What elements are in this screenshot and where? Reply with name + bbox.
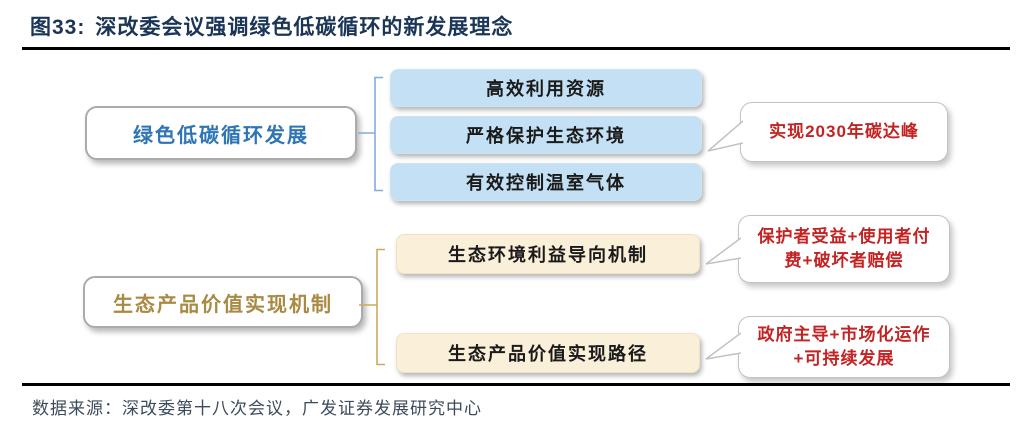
callout-carbon-peak: 实现2030年碳达峰 (707, 102, 948, 162)
bracket-blue (358, 76, 383, 192)
callout-tail-icon (707, 120, 743, 152)
figure-title-text: 深改委会议强调绿色低碳循环的新发展理念 (95, 16, 514, 39)
figure-number: 图33: (30, 16, 86, 39)
callout-line: +可持续发展 (793, 349, 895, 368)
callout-line: 费+破坏者赔偿 (784, 251, 904, 270)
footer-divider (22, 383, 1010, 386)
group1-item-3: 有效控制温室气体 (390, 163, 702, 201)
data-source-note: 数据来源：深改委第十八次会议，广发证券发展研究中心 (32, 399, 482, 418)
callout-government-market: 政府主导+市场化运作 +可持续发展 (705, 316, 950, 378)
callout-line: 保护者受益+使用者付 (757, 227, 931, 247)
group2-item-1: 生态环境利益导向机制 (396, 234, 700, 274)
bracket-gold (359, 248, 385, 366)
group2-item-2: 生态产品价值实现路径 (396, 333, 700, 373)
group1-item-2: 严格保护生态环境 (390, 116, 702, 154)
figure-title: 图33: 深改委会议强调绿色低碳循环的新发展理念 (30, 11, 513, 41)
group1-label-box: 绿色低碳循环发展 (85, 106, 357, 160)
callout-tail-icon (705, 332, 741, 360)
group2-label-box: 生态产品价值实现机制 (83, 276, 363, 328)
group1-item-1: 高效利用资源 (390, 69, 702, 107)
callout-tail-icon (705, 237, 741, 265)
callout-line: 实现2030年碳达峰 (769, 122, 919, 142)
callout-line: 政府主导+市场化运作 (757, 325, 931, 345)
callout-beneficiary-pays: 保护者受益+使用者付 费+破坏者赔偿 (705, 215, 950, 283)
title-divider (22, 47, 1010, 50)
